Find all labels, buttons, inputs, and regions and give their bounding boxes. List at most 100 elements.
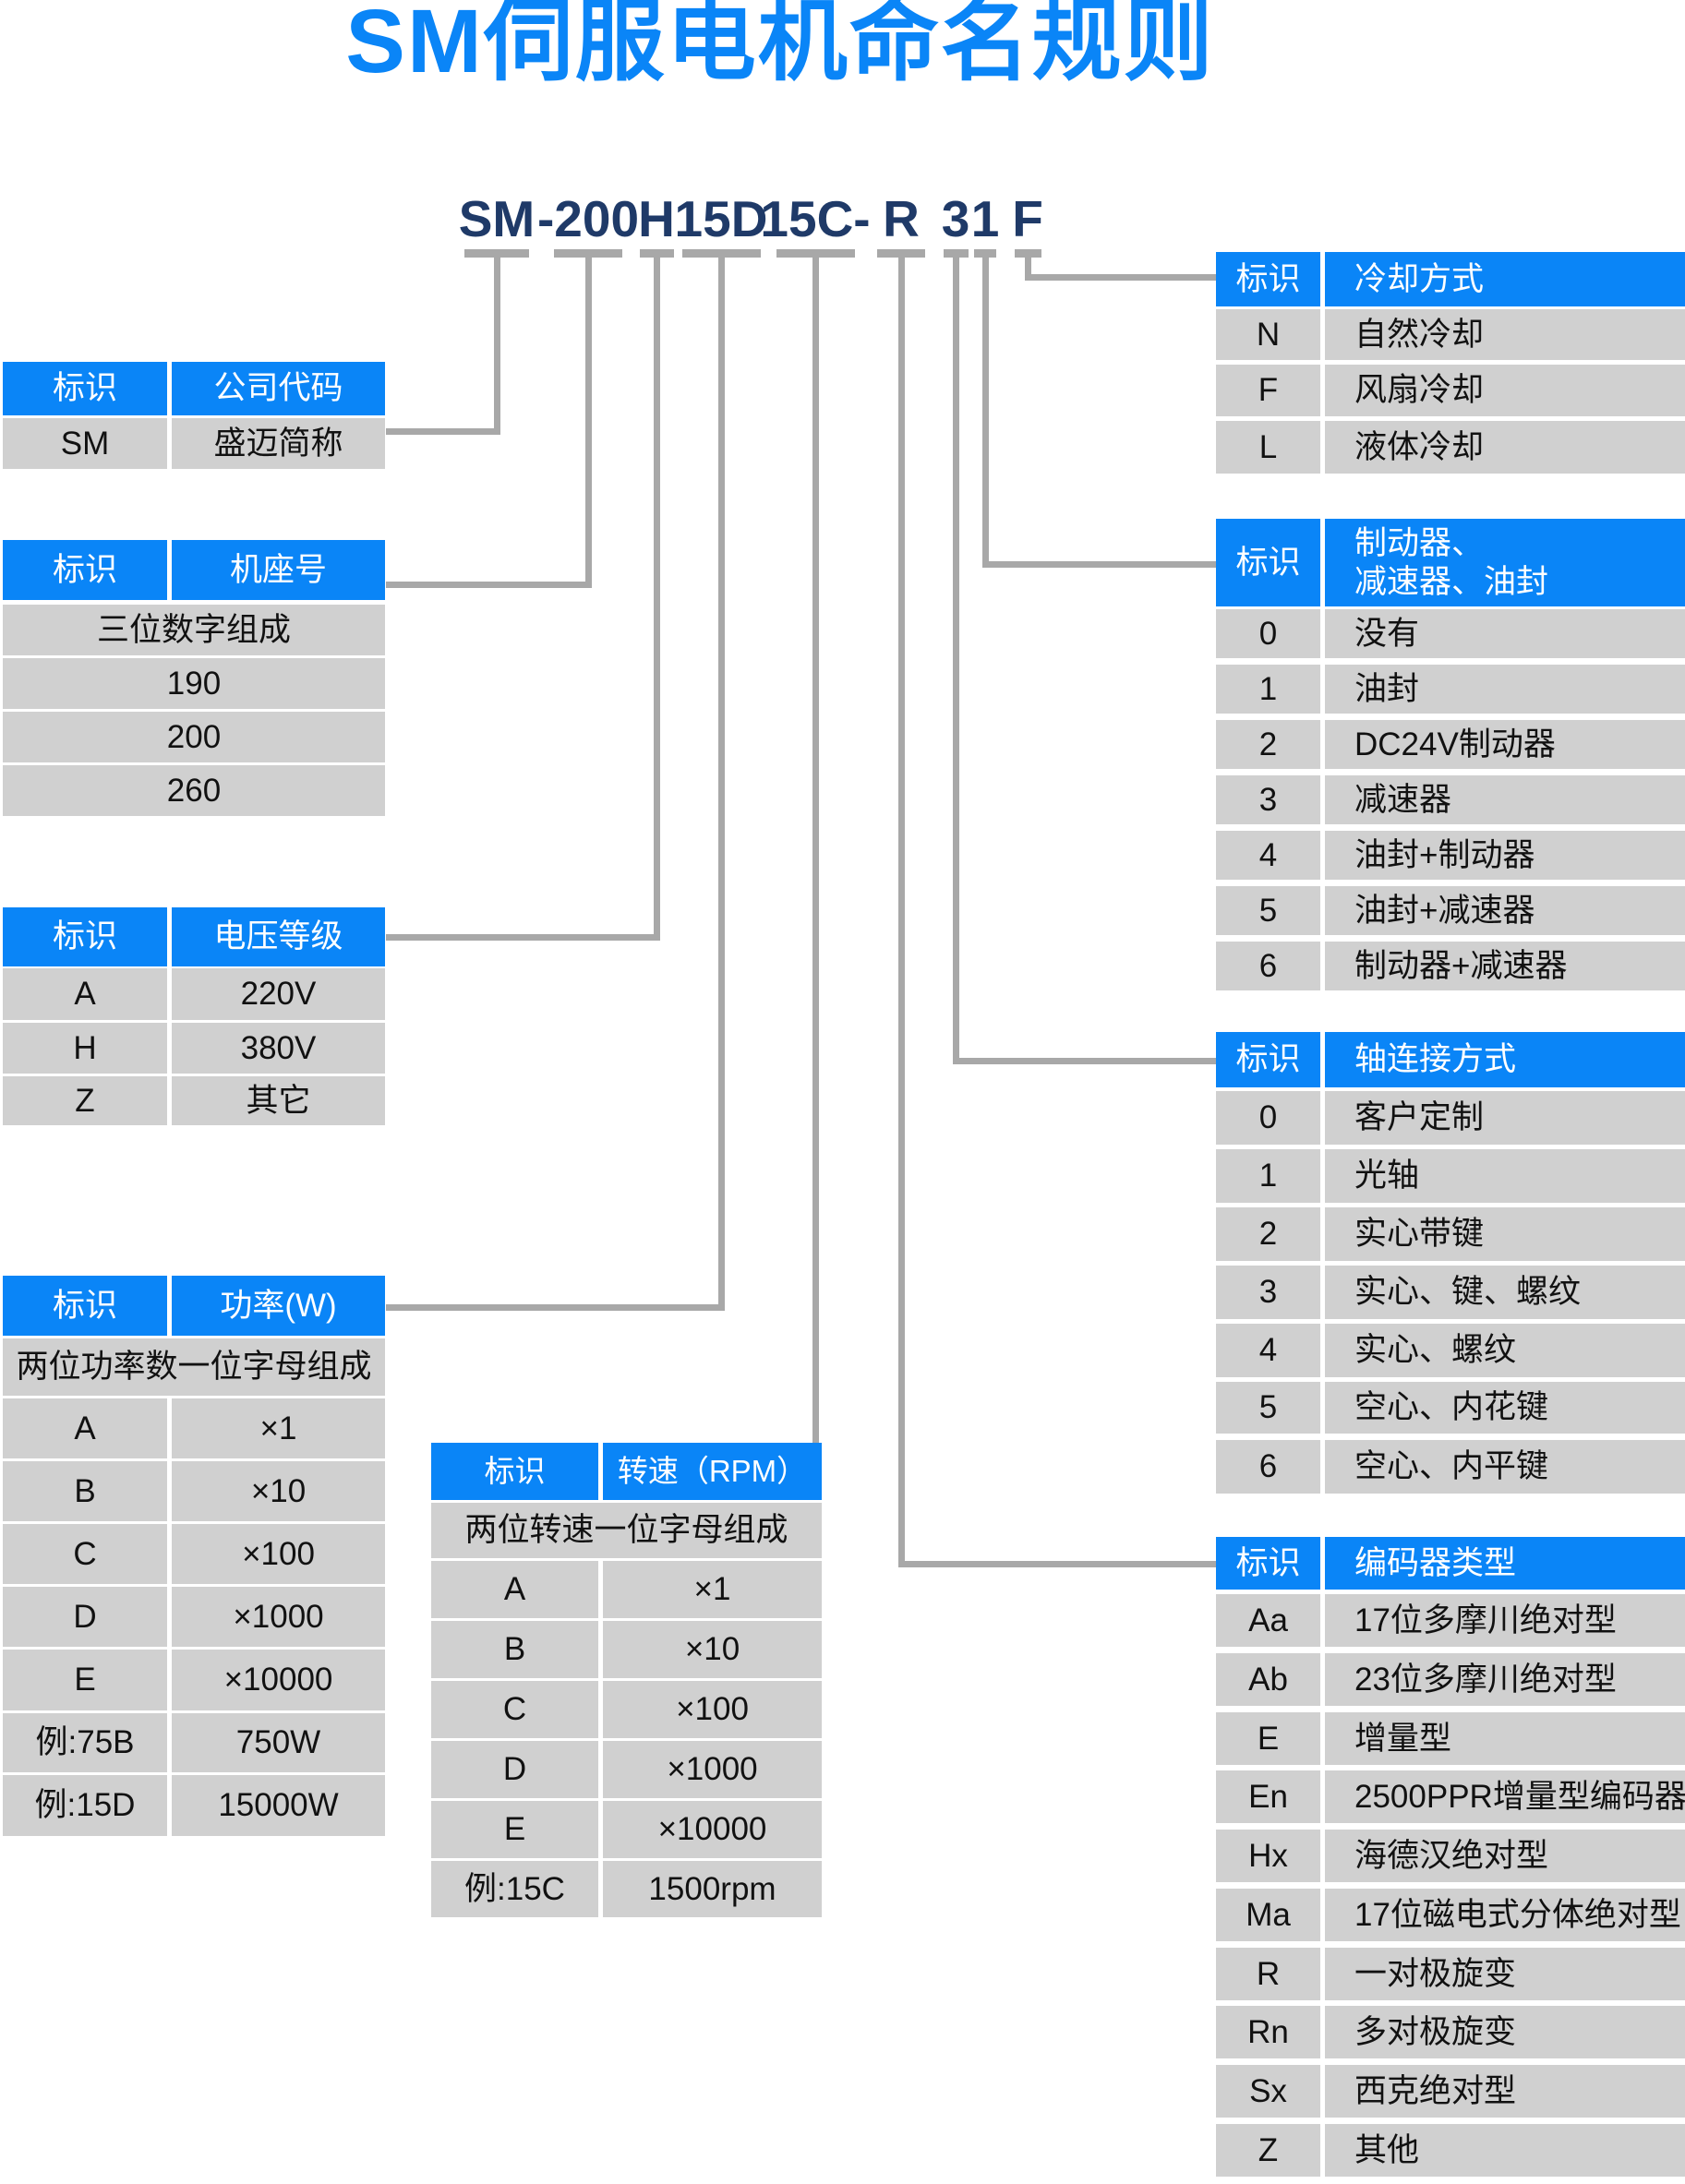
connector-horizontal bbox=[1025, 274, 1216, 281]
model-segment-underline bbox=[974, 249, 996, 258]
row-value-cell: DC24V制动器 bbox=[1325, 720, 1685, 769]
model-segment: 15D bbox=[674, 190, 768, 247]
header-key-cell: 标识 bbox=[1216, 1537, 1320, 1590]
row-key-cell: 2 bbox=[1216, 1207, 1320, 1261]
model-segment-underline bbox=[943, 249, 969, 258]
row-key-cell: Aa bbox=[1216, 1594, 1320, 1647]
row-value-cell: 一对极旋变 bbox=[1325, 1948, 1685, 2000]
row-key-cell: Ab bbox=[1216, 1653, 1320, 1706]
row-key-cell: 4 bbox=[1216, 1324, 1320, 1377]
row-full-cell: 三位数字组成 bbox=[3, 605, 385, 655]
connector-vertical bbox=[718, 258, 725, 1311]
row-value-cell: 其他 bbox=[1325, 2124, 1685, 2177]
row-value-cell: ×1000 bbox=[172, 1587, 385, 1647]
row-value-cell: 风扇冷却 bbox=[1325, 365, 1685, 416]
model-segment-underline bbox=[554, 249, 622, 258]
row-value-cell: 15000W bbox=[172, 1775, 385, 1836]
row-key-cell: 例:15C bbox=[431, 1861, 598, 1917]
model-segment-underline bbox=[1014, 249, 1041, 258]
connector-horizontal bbox=[386, 582, 592, 588]
row-key-cell: Z bbox=[3, 1076, 167, 1125]
row-key-cell: SM bbox=[3, 418, 167, 469]
row-value-cell: ×100 bbox=[172, 1524, 385, 1584]
row-value-cell: 液体冷却 bbox=[1325, 421, 1685, 474]
row-value-cell: 17位磁电式分体绝对型 bbox=[1325, 1889, 1685, 1941]
row-value-cell: 多对极旋变 bbox=[1325, 2006, 1685, 2058]
row-value-cell: 海德汉绝对型 bbox=[1325, 1830, 1685, 1882]
header-title-cell: 公司代码 bbox=[172, 362, 385, 415]
header-key-cell: 标识 bbox=[3, 362, 167, 415]
row-key-cell: Ma bbox=[1216, 1889, 1320, 1941]
header-title-cell: 机座号 bbox=[172, 540, 385, 600]
row-key-cell: E bbox=[431, 1801, 598, 1858]
row-value-cell: 220V bbox=[172, 968, 385, 1020]
page-title: SM伺服电机命名规则 bbox=[345, 0, 1215, 91]
model-segment: -200 bbox=[536, 190, 640, 247]
row-key-cell: R bbox=[1216, 1948, 1320, 2000]
model-segment-underline bbox=[464, 249, 529, 258]
connector-horizontal bbox=[953, 1058, 1216, 1064]
row-value-cell: 实心、键、螺纹 bbox=[1325, 1266, 1685, 1319]
row-key-cell: A bbox=[3, 968, 167, 1020]
row-key-cell: 5 bbox=[1216, 886, 1320, 935]
header-key-cell: 标识 bbox=[1216, 519, 1320, 606]
model-segment: H bbox=[638, 190, 675, 247]
header-key-cell: 标识 bbox=[431, 1443, 598, 1500]
row-value-cell: 750W bbox=[172, 1713, 385, 1772]
row-value-cell: 增量型 bbox=[1325, 1712, 1685, 1765]
row-key-cell: Rn bbox=[1216, 2006, 1320, 2058]
header-title-cell: 电压等级 bbox=[172, 907, 385, 966]
row-value-cell: 380V bbox=[172, 1023, 385, 1074]
row-key-cell: 5 bbox=[1216, 1382, 1320, 1434]
row-key-cell: En bbox=[1216, 1770, 1320, 1823]
row-full-cell: 190 bbox=[3, 658, 385, 709]
connector-vertical bbox=[982, 258, 989, 568]
model-segment: R bbox=[883, 190, 920, 247]
row-value-cell: 没有 bbox=[1325, 609, 1685, 658]
model-segment: 1 bbox=[970, 190, 1000, 247]
model-segment-underline bbox=[681, 249, 761, 258]
header-title-cell: 轴连接方式 bbox=[1325, 1032, 1685, 1087]
row-value-cell: 实心带键 bbox=[1325, 1207, 1685, 1261]
row-value-cell: 实心、螺纹 bbox=[1325, 1324, 1685, 1377]
row-value-cell: 盛迈简称 bbox=[172, 418, 385, 469]
row-value-cell: 油封+制动器 bbox=[1325, 831, 1685, 880]
row-key-cell: 1 bbox=[1216, 1149, 1320, 1203]
row-value-cell: 2500PPR增量型编码器 bbox=[1325, 1770, 1685, 1823]
header-key-cell: 标识 bbox=[3, 1276, 167, 1336]
connector-vertical bbox=[812, 258, 819, 1443]
row-key-cell: 4 bbox=[1216, 831, 1320, 880]
connector-vertical bbox=[898, 258, 905, 1567]
row-key-cell: 例:15D bbox=[3, 1775, 167, 1836]
row-key-cell: H bbox=[3, 1023, 167, 1074]
model-segment-underline bbox=[877, 249, 925, 258]
row-value-cell: ×10000 bbox=[603, 1801, 822, 1858]
header-key-cell: 标识 bbox=[3, 907, 167, 966]
row-key-cell: 3 bbox=[1216, 775, 1320, 824]
row-value-cell: 客户定制 bbox=[1325, 1091, 1685, 1145]
connector-vertical bbox=[953, 258, 959, 1064]
row-key-cell: A bbox=[3, 1398, 167, 1458]
row-key-cell: N bbox=[1216, 309, 1320, 360]
row-key-cell: Z bbox=[1216, 2124, 1320, 2177]
model-segment: SM bbox=[458, 190, 536, 247]
row-key-cell: 3 bbox=[1216, 1266, 1320, 1319]
model-segment-underline bbox=[639, 249, 674, 258]
model-segment: 15C- bbox=[760, 190, 871, 247]
header-title-cell: 制动器、 减速器、油封 bbox=[1325, 519, 1685, 606]
row-value-cell: 1500rpm bbox=[603, 1861, 822, 1917]
row-key-cell: C bbox=[3, 1524, 167, 1584]
row-value-cell: ×100 bbox=[603, 1681, 822, 1738]
row-full-cell: 200 bbox=[3, 712, 385, 762]
row-key-cell: D bbox=[3, 1587, 167, 1647]
header-key-cell: 标识 bbox=[1216, 1032, 1320, 1087]
row-value-cell: ×10000 bbox=[172, 1650, 385, 1710]
header-title-cell: 转速（RPM） bbox=[603, 1443, 822, 1500]
row-key-cell: E bbox=[3, 1650, 167, 1710]
row-key-cell: 0 bbox=[1216, 609, 1320, 658]
row-key-cell: 2 bbox=[1216, 720, 1320, 769]
row-key-cell: F bbox=[1216, 365, 1320, 416]
row-key-cell: L bbox=[1216, 421, 1320, 474]
row-full-cell: 两位转速一位字母组成 bbox=[431, 1503, 822, 1558]
